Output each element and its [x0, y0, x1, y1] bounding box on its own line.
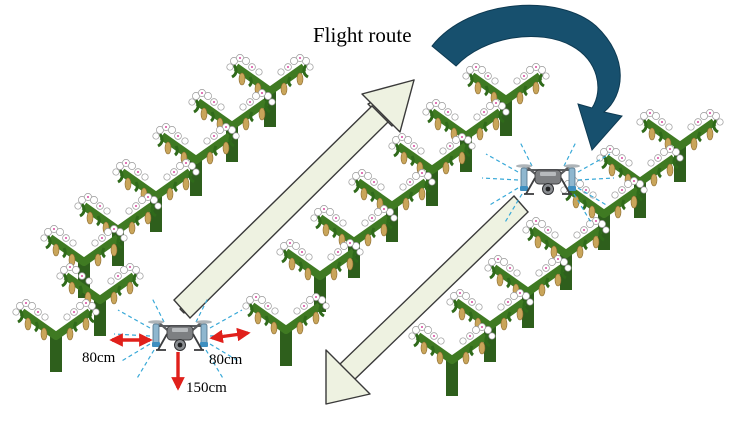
- distance-label-down: 150cm: [186, 380, 227, 396]
- tree: [349, 169, 435, 242]
- route-arrow-down-head: [325, 349, 371, 405]
- turn-arrow: [431, 4, 623, 152]
- tree: [243, 293, 329, 366]
- distance-arrow-right: [209, 327, 251, 344]
- tree: [523, 217, 609, 290]
- tree: [311, 205, 397, 278]
- tree: [409, 323, 495, 396]
- route-arrow-up-body: [173, 105, 389, 320]
- flight-route-label: Flight route: [313, 23, 412, 47]
- tree: [423, 99, 509, 172]
- distance-label-left: 80cm: [82, 350, 116, 366]
- route-arrow-up-head: [361, 79, 415, 133]
- distance-label-right: 80cm: [209, 352, 243, 368]
